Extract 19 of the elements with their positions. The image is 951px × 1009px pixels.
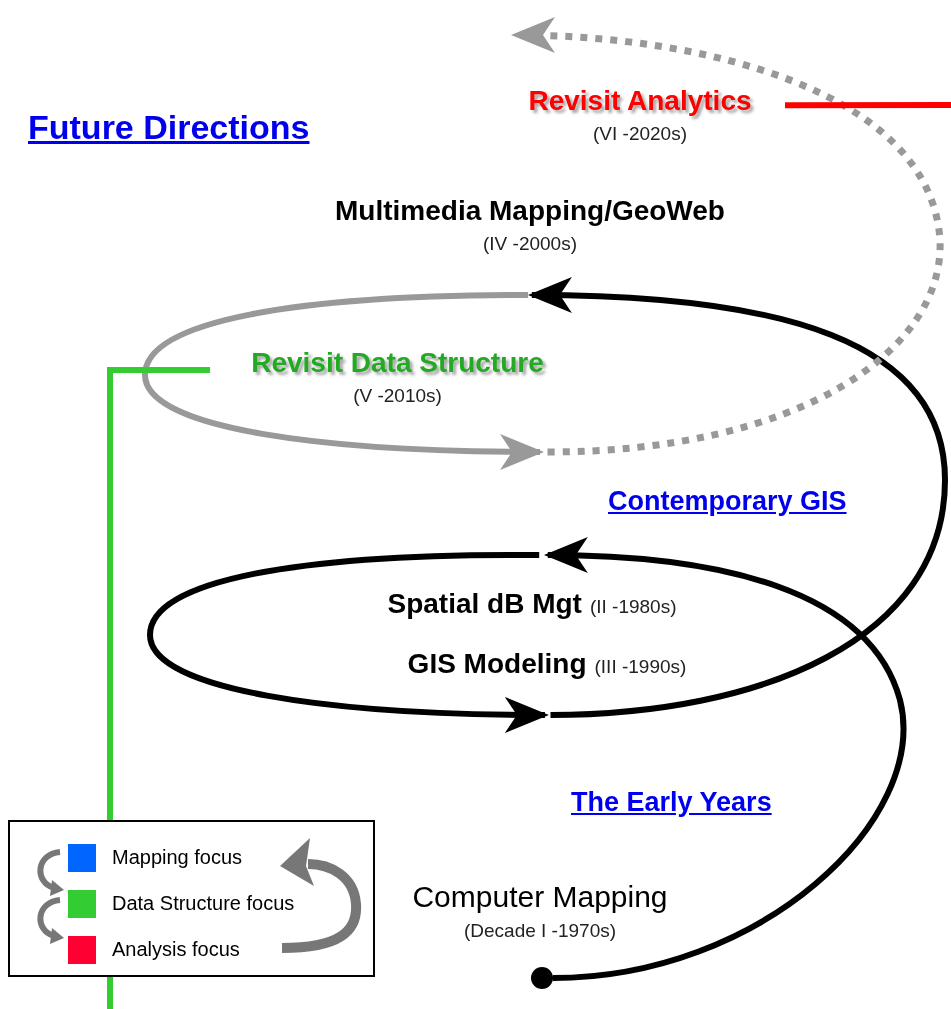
arrow — [511, 18, 944, 456]
line — [785, 102, 951, 109]
section-heading: Contemporary GIS — [608, 486, 847, 517]
stage-label: Computer Mapping (Decade I -1970s) — [395, 880, 685, 955]
stage-label: Revisit Analytics (VI -2020s) — [495, 85, 785, 157]
stage-label: GIS Modeling (III -1990s) — [372, 648, 722, 715]
section-heading: Future Directions — [28, 108, 310, 147]
arrow — [142, 292, 544, 470]
arrow — [527, 277, 948, 718]
stage-label: Spatial dB Mgt (II -1980s) — [352, 555, 712, 627]
legend-text: Mapping focus — [112, 846, 243, 869]
stage-label: Multimedia Mapping/GeoWeb (IV -2000s) — [290, 195, 770, 295]
section-heading: The Early Years — [571, 787, 772, 818]
legend-text: Data Structure focus — [112, 892, 295, 915]
start-dot — [531, 967, 553, 989]
arrow — [147, 552, 549, 733]
arrow — [543, 537, 907, 981]
stage-label: Revisit Data Structure (V -2010s) — [210, 347, 585, 452]
legend-text: Analysis focus — [112, 938, 240, 961]
